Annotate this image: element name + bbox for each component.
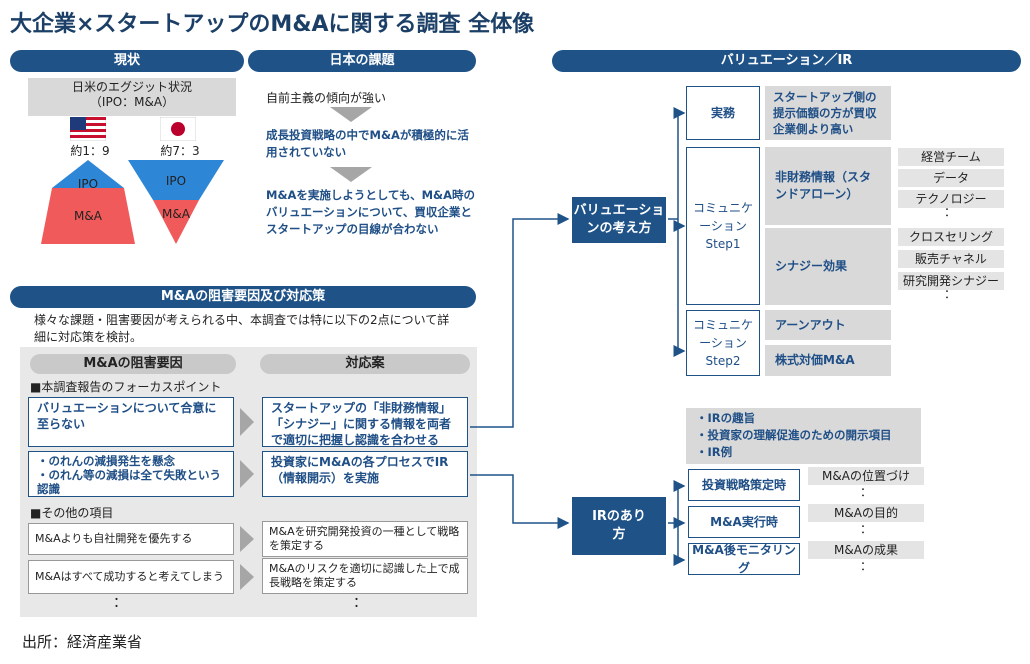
practice-note: スタートアップ側の提示価額の方が買収企業側より高い	[765, 86, 891, 140]
us-ma-label: M&A	[74, 209, 102, 223]
jp-ma-label: M&A	[162, 207, 190, 221]
focus-obstacle-1: バリュエーションについて合意に至らない	[28, 397, 234, 447]
more-responses-ellipsis: ：	[353, 595, 367, 611]
ir-tag-3-ellipsis: ：	[859, 559, 872, 573]
nonfin-tag-3: テクノロジー	[898, 190, 1004, 208]
stock-cell: 株式対価M&A	[765, 345, 891, 376]
other-heading: ■その他の項目	[30, 506, 114, 520]
other-obstacle-1: M&Aよりも自社開発を優先する	[28, 523, 234, 555]
other-obstacle-2: M&Aはすべて成功すると考えてしまう	[28, 560, 234, 594]
right-arrow-icon	[240, 408, 254, 436]
nonfin-tag-2: データ	[898, 169, 1004, 187]
practice-box: 実務	[686, 86, 760, 140]
issue-2: 成長投資戦略の中でM&Aが積極的に活用されていない	[266, 128, 469, 159]
ir-note-2: ・投資家の理解促進のための開示項目	[696, 428, 892, 442]
down-arrow-icon	[330, 167, 372, 182]
right-arrow-icon	[240, 526, 254, 552]
ir-notes: ・IRの趣旨 ・投資家の理解促進のための開示項目 ・IR例	[686, 408, 921, 464]
ir-tag-1: M&Aの位置づけ	[808, 467, 924, 485]
earnout-cell: アーンアウト	[765, 310, 891, 340]
us-flag-icon	[70, 117, 106, 141]
japan-flag-icon	[160, 117, 196, 141]
synergy-tag-1: クロスセリング	[898, 228, 1004, 246]
us-ipo-label: IPO	[77, 177, 99, 191]
ir-stage-1: 投資戦略策定時	[688, 469, 800, 501]
down-arrow-icon	[330, 107, 372, 122]
nonfinancial-cell: 非財務情報（スタンドアローン）	[765, 147, 891, 225]
valuation-hub: バリュエーションの考え方	[572, 197, 666, 243]
focus-response-1: スタートアップの「非財務情報」「シナジー」に関する情報を両者で適切に把握し認識を…	[262, 397, 468, 447]
obstacles-intro: 様々な課題・阻害要因が考えられる中、本調査では特に以下の2点について詳細に対応策…	[34, 313, 450, 344]
source-note: 出所：経済産業省	[22, 633, 143, 651]
issue-3: M&Aを実施しようとしても、M&A時のバリュエーションについて、買収企業とスター…	[266, 188, 475, 236]
right-arrow-icon	[240, 564, 254, 590]
header-obstacles: M&Aの阻害要因及び対応策	[10, 286, 476, 308]
ir-tag-2-ellipsis: ：	[859, 522, 872, 536]
issue-1: 自前主義の傾向が強い	[266, 91, 387, 105]
us-ma-segment	[41, 188, 135, 244]
page-title: 大企業×スタートアップのM&Aに関する調査 全体像	[10, 12, 535, 37]
synergy-more-ellipsis: ：	[943, 287, 956, 301]
synergy-tag-2: 販売チャネル	[898, 250, 1004, 268]
right-arrow-icon	[240, 460, 254, 488]
exit-status-title: 日米のエグジット状況 （IPO：M&A）	[28, 78, 236, 116]
focus-obstacle-2: ・のれんの減損発生を懸念 ・のれん等の減損は全て失敗という認識	[28, 451, 234, 497]
ir-tag-3: M&Aの成果	[808, 541, 924, 559]
col-header-obstacles: M&Aの阻害要因	[30, 354, 236, 374]
ir-tag-2: M&Aの目的	[808, 504, 924, 522]
header-valuation-ir: バリュエーション／IR	[552, 50, 1021, 72]
other-response-1: M&Aを研究開発投資の一種として戦略を策定する	[262, 521, 468, 557]
ir-stage-3: M&A後モニタリング	[688, 543, 800, 575]
step1-box: コミュニケーションStep1	[686, 147, 760, 305]
header-current: 現状	[10, 50, 244, 72]
step2-box: コミュニケーションStep2	[686, 310, 760, 376]
jp-ma-segment	[153, 200, 199, 244]
jp-ipo-label: IPO	[165, 174, 187, 188]
jp-ratio: 約7：3	[160, 144, 200, 158]
ir-stage-2: M&A実行時	[688, 506, 800, 538]
more-obstacles-ellipsis: ：	[113, 595, 127, 611]
other-response-2: M&Aのリスクを適切に認識した上で成長戦略を策定する	[262, 558, 468, 594]
ir-hub: IRのあり方	[572, 497, 666, 555]
ir-note-1: ・IRの趣旨	[696, 411, 756, 425]
ir-note-3: ・IR例	[696, 445, 733, 459]
us-ratio: 約1：9	[70, 144, 110, 158]
exit-status-title-line2: （IPO：M&A）	[89, 95, 175, 109]
synergy-tag-3: 研究開発シナジー	[898, 272, 1004, 290]
nonfin-more-ellipsis: ：	[943, 205, 956, 219]
jp-ipo-segment	[128, 160, 224, 200]
synergy-cell: シナジー効果	[765, 228, 891, 305]
exit-status-title-line1: 日米のエグジット状況	[71, 80, 192, 94]
exit-ratio-triangles	[41, 160, 224, 244]
us-ipo-segment	[52, 160, 124, 188]
header-japan-issues: 日本の課題	[248, 50, 476, 72]
ir-tag-1-ellipsis: ：	[859, 485, 872, 499]
focus-response-2: 投資家にM&Aの各プロセスでIR（情報開示）を実施	[262, 451, 468, 497]
focus-heading: ■本調査報告のフォーカスポイント	[30, 380, 222, 394]
col-header-responses: 対応案	[260, 354, 470, 374]
nonfin-tag-1: 経営チーム	[898, 148, 1004, 166]
